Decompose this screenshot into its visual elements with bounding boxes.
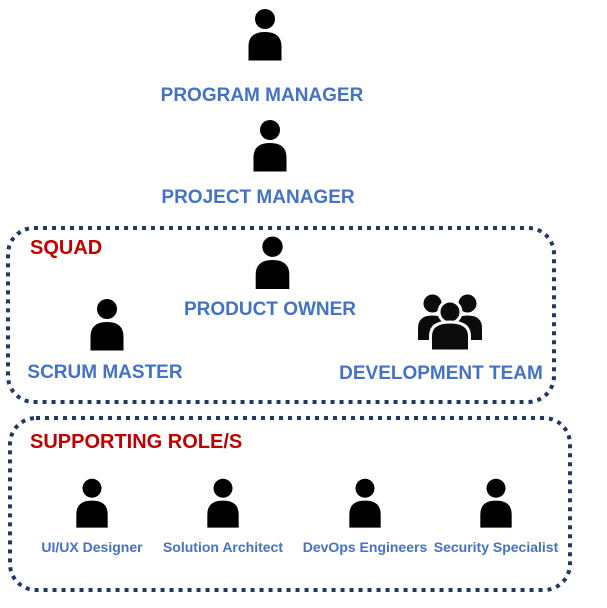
person-icon [250,119,290,172]
devops-engineers-label: DevOps Engineers [302,539,428,555]
solution-architect-label: Solution Architect [162,539,284,555]
uiux-designer-label: UI/UX Designer [41,539,143,555]
development-team-label: DEVELOPMENT TEAM [339,363,543,384]
squad-box-border [6,226,556,404]
person-icon [252,236,293,289]
supporting-roles-box: SUPPORTING ROLE/S [8,416,572,592]
scrum-master-label: SCRUM MASTER [27,362,183,383]
person-icon [245,8,285,61]
person-icon [87,298,127,351]
squad-title: SQUAD [30,237,103,259]
person-icon [73,477,111,529]
role-security-specialist: Security Specialist [416,477,576,555]
role-devops-engineers: DevOps Engineers [285,477,445,555]
supporting-roles-title: SUPPORTING ROLE/S [30,431,243,453]
team-icon [417,291,483,351]
person-icon [477,477,515,529]
squad-box: SQUAD [6,226,556,404]
role-uiux-designer: UI/UX Designer [12,477,172,555]
product-owner-label: PRODUCT OWNER [183,299,357,320]
program-manager-label: PROGRAM MANAGER [160,85,364,106]
person-icon [346,477,384,529]
project-manager-label: PROJECT MANAGER [161,187,355,208]
role-solution-architect: Solution Architect [143,477,303,555]
person-icon [204,477,242,529]
supporting-roles-box-border [8,416,572,592]
security-specialist-label: Security Specialist [433,539,559,555]
